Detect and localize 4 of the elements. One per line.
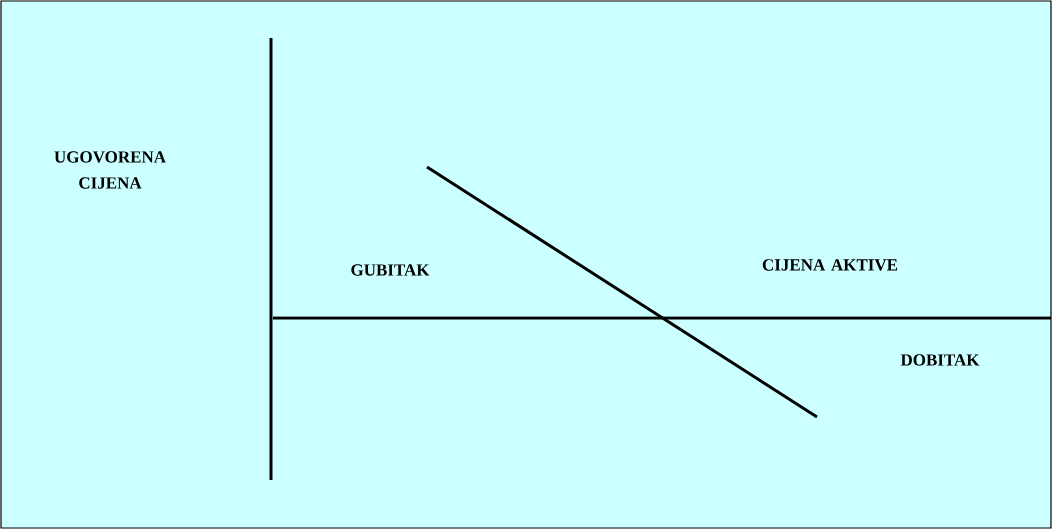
axis-label: GUBITAK (351, 264, 430, 276)
axis-label: UGOVORENA CIJENA (54, 151, 166, 189)
axis-label: CIJENA AKTIVE (762, 259, 898, 271)
axis-label: DOBITAK (900, 354, 980, 366)
